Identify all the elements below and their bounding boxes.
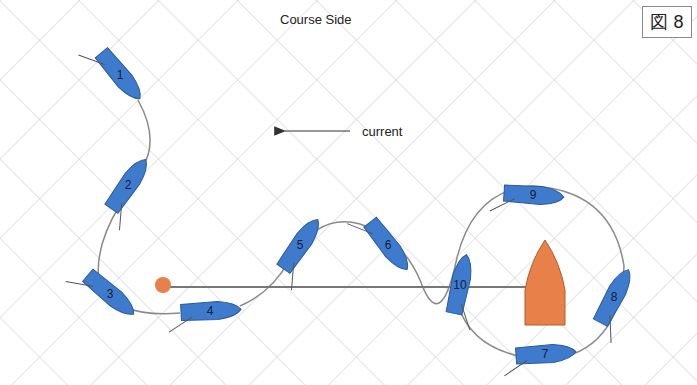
current-label: current	[362, 124, 402, 139]
side-label: Course Side	[280, 12, 352, 27]
boat-number: 9	[501, 184, 565, 206]
sailboat: 4	[177, 298, 242, 323]
boat-number: 6	[356, 234, 420, 256]
figure-number: 図 8	[650, 10, 683, 34]
boat-number: 8	[582, 286, 646, 308]
current-arrow	[285, 130, 350, 131]
start-line	[168, 286, 532, 288]
boat-number: 1	[88, 64, 152, 86]
pin-buoy	[155, 277, 171, 293]
committee-boat	[525, 240, 565, 325]
boat-number: 2	[96, 174, 160, 196]
boat-track	[98, 100, 624, 360]
boat-number: 7	[513, 343, 577, 365]
sailboat: 7	[512, 341, 577, 367]
boat-number: 10	[428, 274, 492, 296]
boat-number: 4	[178, 300, 242, 322]
boat-number: 3	[78, 283, 142, 305]
figure-number-box: 図 8	[642, 6, 692, 38]
sailboat: 9	[500, 182, 565, 208]
boat-number: 5	[268, 234, 332, 256]
